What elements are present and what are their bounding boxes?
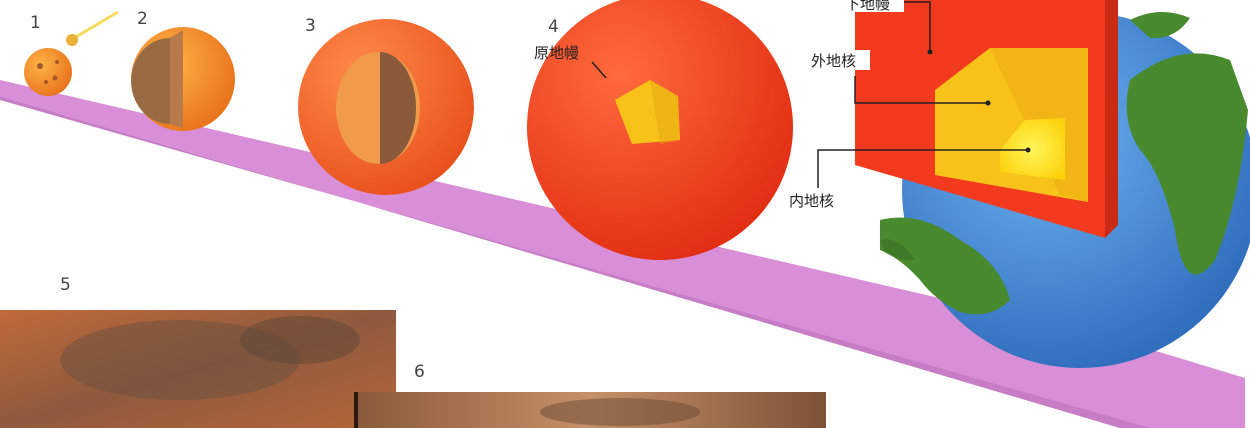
stage-1-number: 1 xyxy=(30,13,41,33)
outer-core-label: 外地核 xyxy=(811,52,856,70)
stage-2-sphere xyxy=(131,27,235,131)
inner-core-leader-line xyxy=(817,149,1028,188)
stage-6-rock-slab xyxy=(354,392,826,428)
inner-core-marker xyxy=(1025,147,1031,153)
stage-3-sphere xyxy=(298,19,474,195)
lower-mantle-label-bg xyxy=(842,0,904,12)
primitive-mantle-label: 原地幔 xyxy=(534,44,579,62)
outer-core-label-bg xyxy=(808,50,870,70)
lower-mantle-marker xyxy=(927,49,933,55)
stage-4-leader-line xyxy=(591,61,607,79)
stage-3-number: 3 xyxy=(305,16,316,36)
stage-5-number: 5 xyxy=(60,275,71,295)
stage-2-number: 2 xyxy=(137,9,148,29)
outer-core-leader-line xyxy=(854,76,988,104)
stage-5-rock-slab xyxy=(0,310,396,428)
lower-mantle-label: 下地幔 xyxy=(845,0,890,13)
stage-4-sphere xyxy=(527,0,793,260)
inner-core-label: 内地核 xyxy=(789,192,834,210)
stage-4-number: 4 xyxy=(548,17,559,37)
outer-core-marker xyxy=(985,100,991,106)
stage-1-planetesimal xyxy=(24,10,119,96)
earth-cutaway xyxy=(855,0,1250,368)
inner-core-label-bg xyxy=(786,190,848,210)
lower-mantle-leader-line xyxy=(902,1,931,52)
stage-6-number: 6 xyxy=(414,362,425,382)
